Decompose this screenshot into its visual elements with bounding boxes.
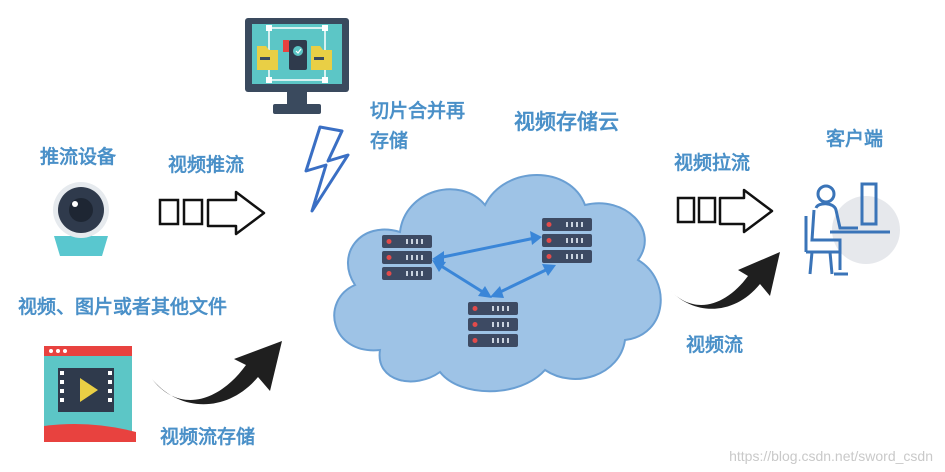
server-icon [382,235,432,280]
server-icon [542,218,592,263]
slice-merge-label: 切片合并再存储 [370,100,466,152]
block-arrow-icon [158,190,266,236]
stream-label: 视频流 [686,334,744,356]
cloud-label: 视频存储云 [514,110,619,134]
camera-icon [53,182,109,256]
curved-arrow-icon [152,341,282,405]
lightning-icon [304,125,350,213]
curved-arrow-icon [670,252,780,309]
push-device-label: 推流设备 [40,146,117,168]
video-pull-label: 视频拉流 [674,152,751,174]
client-person-icon [804,182,900,276]
media-file-icon [44,346,136,442]
monitor-merge-icon [245,18,349,114]
block-arrow-icon [676,188,774,234]
client-label: 客户端 [826,128,884,150]
files-label: 视频、图片或者其他文件 [18,296,228,318]
stream-store-label: 视频流存储 [160,426,256,448]
watermark: https://blog.csdn.net/sword_csdn [729,448,933,464]
sync-arrows [432,231,556,298]
video-push-label: 视频推流 [168,154,245,176]
storage-cloud [333,174,662,393]
server-icon [468,302,518,347]
